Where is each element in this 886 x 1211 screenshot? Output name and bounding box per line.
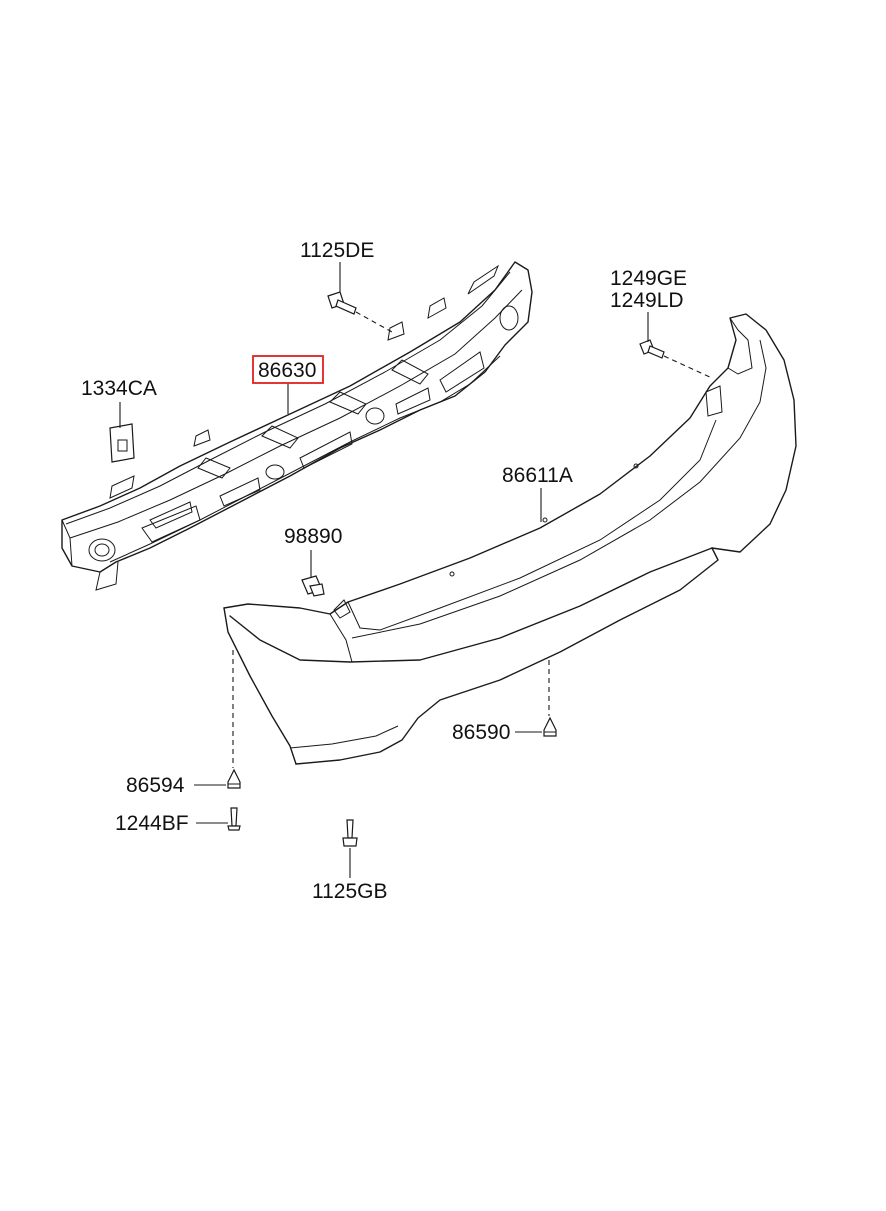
bolt-1125de[interactable]: [327, 291, 357, 315]
nut-86594[interactable]: [227, 768, 241, 789]
screw-1249ge-axis: [663, 355, 713, 379]
label-1334ca[interactable]: 1334CA: [81, 377, 157, 400]
highlight-box-86630: [252, 355, 324, 384]
label-1125de[interactable]: 1125DE: [300, 239, 374, 262]
nut-86590[interactable]: [543, 716, 557, 737]
label-1125gb[interactable]: 1125GB: [312, 880, 388, 903]
label-86590[interactable]: 86590: [452, 721, 510, 744]
label-86594[interactable]: 86594: [126, 774, 185, 797]
bumper-cover-86611a[interactable]: [223, 313, 797, 765]
label-1249ge[interactable]: 1249GE: [610, 267, 687, 290]
retainer-1334ca[interactable]: [109, 423, 135, 463]
screw-1249ge[interactable]: [639, 339, 665, 359]
bumper-beam-86630[interactable]: [61, 261, 533, 591]
bolt-1125de-axis: [355, 311, 393, 333]
label-86611a[interactable]: 86611A: [502, 464, 573, 487]
label-1249ld[interactable]: 1249LD: [610, 289, 684, 312]
clip-98890[interactable]: [301, 575, 325, 597]
bolt-1125gb[interactable]: [342, 819, 358, 847]
screw-1244bf[interactable]: [227, 807, 241, 831]
label-1244bf[interactable]: 1244BF: [115, 812, 189, 835]
label-86630[interactable]: 86630: [258, 359, 316, 382]
label-98890[interactable]: 98890: [284, 525, 342, 548]
